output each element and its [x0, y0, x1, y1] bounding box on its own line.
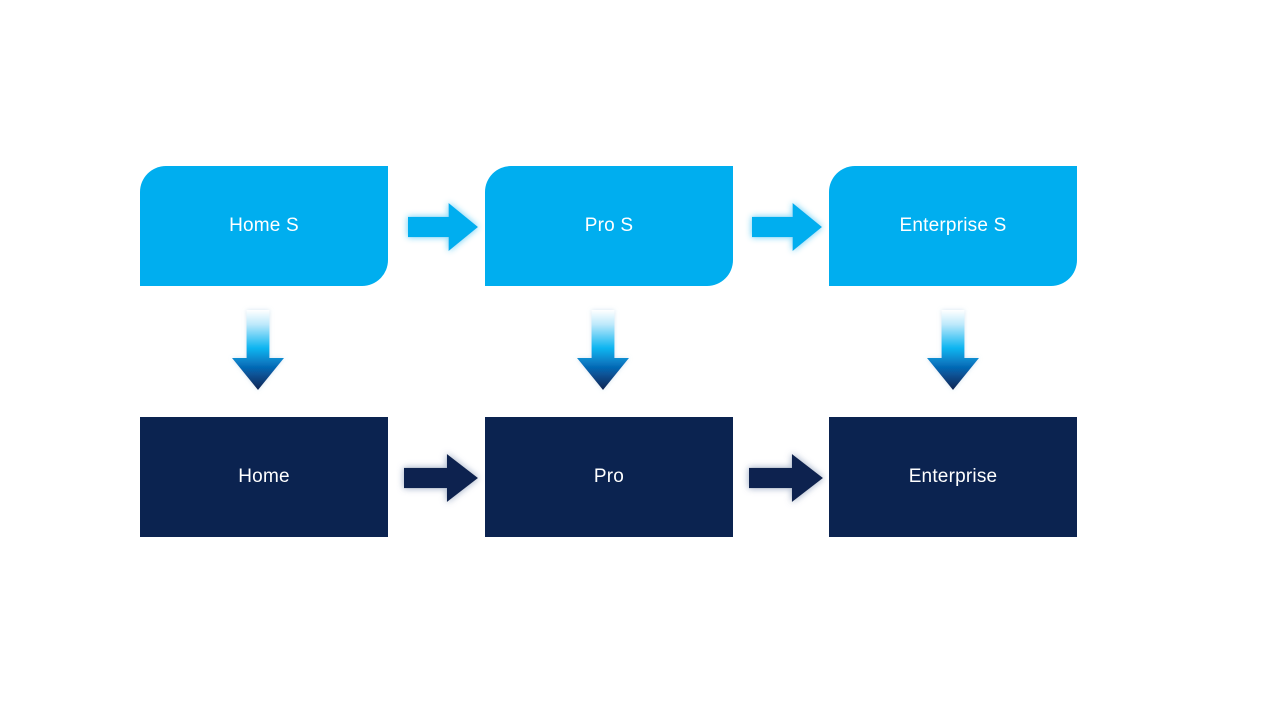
- arrow-down-down-arrow-home-glyph: [232, 310, 284, 390]
- node-label-home: Home: [238, 465, 290, 487]
- node-enterprise-s[interactable]: Enterprise S: [829, 166, 1077, 286]
- node-label-enterprise: Enterprise: [908, 465, 998, 487]
- node-label-home-s: Home S: [229, 214, 299, 236]
- arrow-right-product-arrow-2: [749, 454, 823, 502]
- node-home[interactable]: Home: [140, 417, 388, 537]
- node-label-pro: Pro: [593, 465, 625, 487]
- node-enterprise[interactable]: Enterprise: [829, 417, 1077, 537]
- arrow-right-service-arrow-2-glyph: [752, 203, 822, 251]
- node-home-s[interactable]: Home S: [140, 166, 388, 286]
- node-label-enterprise-s: Enterprise S: [899, 214, 1007, 236]
- node-label-pro-s: Pro S: [584, 214, 634, 236]
- arrow-right-service-arrow-1: [408, 203, 478, 251]
- arrow-right-service-arrow-2: [752, 203, 822, 251]
- node-pro[interactable]: Pro: [485, 417, 733, 537]
- arrow-down-down-arrow-enterprise-glyph: [927, 310, 979, 390]
- arrow-right-product-arrow-1: [404, 454, 478, 502]
- node-pro-s[interactable]: Pro S: [485, 166, 733, 286]
- arrow-right-product-arrow-2-glyph: [749, 454, 823, 502]
- arrow-right-product-arrow-1-glyph: [404, 454, 478, 502]
- arrow-right-service-arrow-1-glyph: [408, 203, 478, 251]
- arrow-down-down-arrow-pro-glyph: [577, 310, 629, 390]
- arrow-down-down-arrow-home: [232, 310, 284, 390]
- arrow-down-down-arrow-enterprise: [927, 310, 979, 390]
- arrow-down-down-arrow-pro: [577, 310, 629, 390]
